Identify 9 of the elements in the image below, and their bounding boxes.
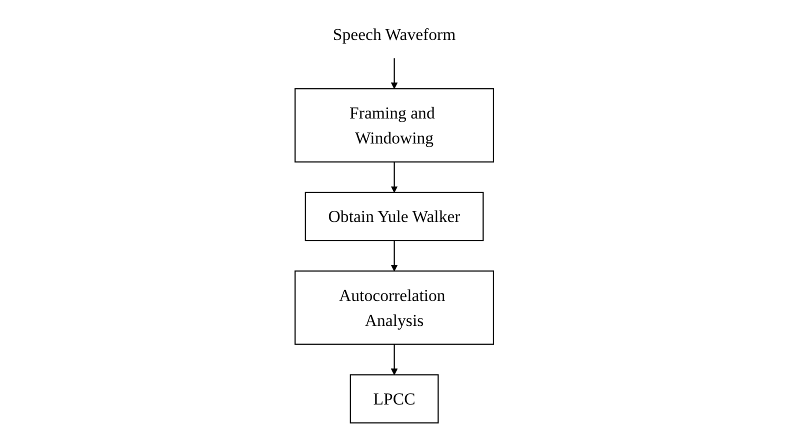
arrow <box>391 58 398 89</box>
arrow <box>391 344 398 376</box>
node-box: LPCC <box>350 374 439 424</box>
arrow <box>391 240 398 272</box>
node-text: Speech Waveform <box>333 24 456 44</box>
arrow <box>391 162 398 193</box>
node-box: Obtain Yule Walker <box>305 192 484 242</box>
node-box: Autocorrelation Analysis <box>294 270 494 345</box>
node-box: Framing and Windowing <box>294 88 494 163</box>
